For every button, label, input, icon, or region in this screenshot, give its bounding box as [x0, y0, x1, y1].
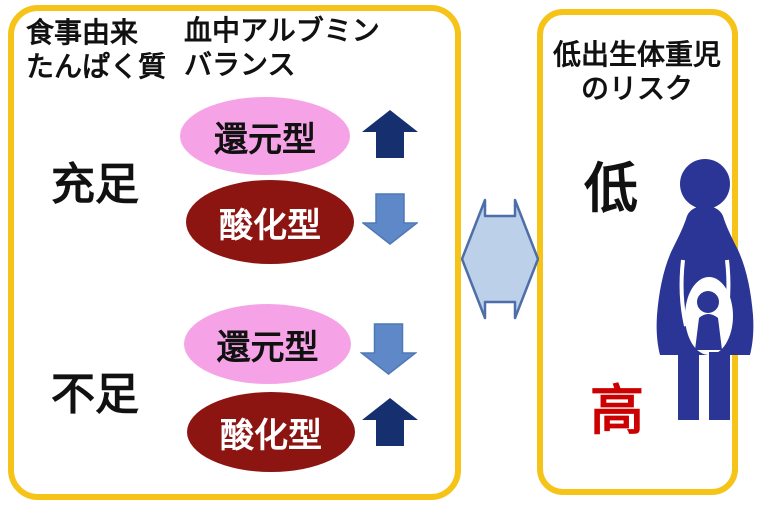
header-dietary-protein-line1: 食事由来 — [26, 17, 139, 48]
header-low-birth-weight-risk-line2: のリスク — [580, 72, 693, 104]
up-arrow-icon — [362, 110, 418, 158]
header-albumin-balance: 血中アルブミン バランス — [184, 14, 380, 82]
ellipse-oxidized-2: 酸化型 — [187, 392, 355, 472]
down-arrow-icon — [360, 323, 417, 375]
ellipse-oxidized-1: 酸化型 — [186, 180, 354, 264]
pregnant-woman-icon — [650, 150, 760, 430]
row-label-insufficient: 不足 — [51, 370, 139, 419]
header-low-birth-weight-risk-line1: 低出生体重児 — [552, 39, 721, 70]
row-label-sufficient: 充足 — [51, 160, 139, 209]
left-right-arrow-icon — [460, 194, 540, 329]
down-arrow-icon — [362, 193, 418, 245]
header-dietary-protein: 食事由来 たんぱく質 — [26, 16, 166, 84]
header-dietary-protein-line2: たんぱく質 — [26, 51, 167, 83]
ellipse-reduced-1: 還元型 — [180, 97, 350, 175]
header-albumin-balance-line1: 血中アルブミン — [184, 15, 380, 46]
up-arrow-icon — [362, 398, 418, 446]
risk-low-label: 低 — [584, 159, 638, 219]
risk-high-label: 高 — [590, 381, 644, 441]
header-albumin-balance-line2: バランス — [184, 49, 296, 81]
header-low-birth-weight-risk: 低出生体重児 のリスク — [543, 38, 731, 105]
ellipse-reduced-2: 還元型 — [184, 304, 351, 384]
